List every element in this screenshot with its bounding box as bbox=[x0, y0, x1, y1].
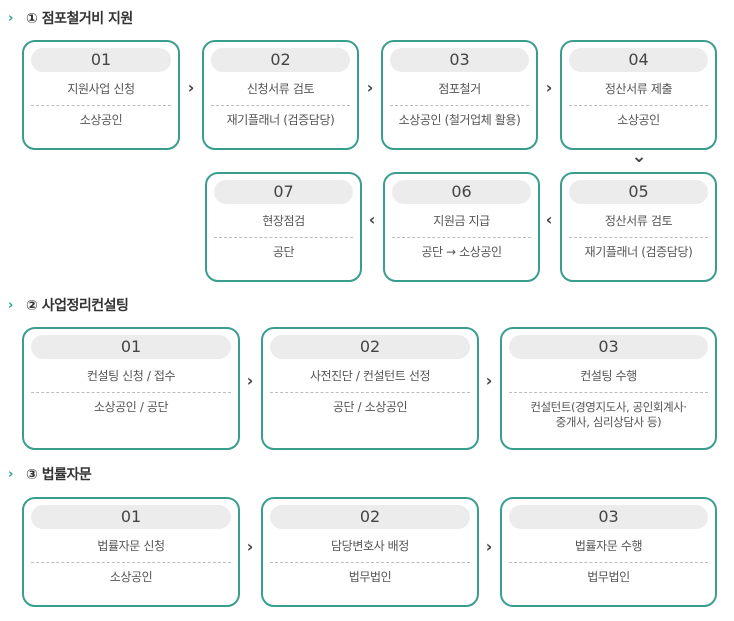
arrow-right-icon: › bbox=[366, 78, 374, 97]
dashed-divider bbox=[214, 237, 353, 238]
step-title: 신청서류 검토 bbox=[246, 82, 315, 96]
step-card: 01 지원사업 신청 소상공인 bbox=[22, 40, 180, 150]
step-title: 지원사업 신청 bbox=[67, 82, 135, 96]
step-card: 06 지원금 지급 공단 → 소상공인 bbox=[383, 172, 540, 282]
step-actor: 소상공인 bbox=[617, 113, 660, 127]
arrow-right-icon: › bbox=[485, 537, 493, 556]
step-card: 03 컨설팅 수행 컨설턴트(경영지도사, 공인회계사· 중개사, 심리상담사 … bbox=[500, 327, 717, 450]
step-title: 현장점검 bbox=[262, 214, 305, 228]
dashed-divider bbox=[270, 562, 470, 563]
chevron-right-icon: › bbox=[8, 297, 13, 313]
dashed-divider bbox=[569, 105, 708, 106]
step-number: 02 bbox=[211, 48, 350, 72]
step-card: 04 정산서류 제출 소상공인 bbox=[560, 40, 717, 150]
step-title: 담당변호사 배정 bbox=[331, 539, 409, 553]
step-actor: 재기플래너 (검증담당) bbox=[226, 113, 335, 127]
dashed-divider bbox=[31, 105, 171, 106]
arrow-left-icon: ‹ bbox=[545, 210, 553, 229]
dashed-divider bbox=[270, 392, 470, 393]
dashed-divider bbox=[31, 392, 231, 393]
section-title: ② 사업정리컨설팅 bbox=[26, 298, 129, 314]
step-number: 01 bbox=[31, 48, 171, 72]
dashed-divider bbox=[569, 237, 708, 238]
step-card: 02 담당변호사 배정 법무법인 bbox=[261, 497, 479, 607]
section-title: ① 점포철거비 지원 bbox=[26, 11, 133, 27]
step-number: 03 bbox=[509, 505, 708, 529]
dashed-divider bbox=[211, 105, 350, 106]
step-card: 02 신청서류 검토 재기플래너 (검증담당) bbox=[202, 40, 359, 150]
chevron-right-icon: › bbox=[8, 466, 13, 482]
step-number: 02 bbox=[270, 505, 470, 529]
step-title: 법률자문 수행 bbox=[574, 539, 643, 553]
step-actor: 공단 bbox=[272, 245, 295, 259]
arrow-right-icon: › bbox=[187, 78, 195, 97]
step-title: 법률자문 신청 bbox=[97, 539, 165, 553]
step-card: 03 점포철거 소상공인 (철거업체 활용) bbox=[381, 40, 538, 150]
arrow-right-icon: › bbox=[485, 371, 493, 390]
step-title: 컨설팅 수행 bbox=[580, 369, 637, 383]
step-number: 07 bbox=[214, 180, 353, 204]
dashed-divider bbox=[509, 562, 708, 563]
step-actor: 소상공인 (철거업체 활용) bbox=[398, 113, 521, 127]
step-title: 점포철거 bbox=[438, 82, 481, 96]
section-heading-store-demolition: › ① 점포철거비 지원 bbox=[8, 7, 133, 29]
chevron-right-icon: › bbox=[8, 10, 13, 26]
step-number: 05 bbox=[569, 180, 708, 204]
step-number: 03 bbox=[390, 48, 529, 72]
step-number: 03 bbox=[509, 335, 708, 359]
dashed-divider bbox=[390, 105, 529, 106]
dashed-divider bbox=[509, 392, 708, 393]
step-actor: 소상공인 bbox=[109, 570, 153, 584]
step-actor: 소상공인 bbox=[79, 113, 123, 127]
arrow-right-icon: › bbox=[545, 78, 553, 97]
step-card: 05 정산서류 검토 재기플래너 (검증담당) bbox=[560, 172, 717, 282]
section-heading-legal-advice: › ③ 법률자문 bbox=[8, 463, 92, 485]
step-number: 06 bbox=[392, 180, 531, 204]
arrow-right-icon: › bbox=[246, 537, 254, 556]
step-card: 01 법률자문 신청 소상공인 bbox=[22, 497, 240, 607]
step-title: 사전진단 / 컨설턴트 선정 bbox=[309, 369, 431, 383]
arrow-right-icon: › bbox=[246, 371, 254, 390]
step-actor: 공단 / 소상공인 bbox=[332, 400, 408, 414]
section-title: ③ 법률자문 bbox=[26, 467, 92, 483]
step-card: 07 현장점검 공단 bbox=[205, 172, 362, 282]
section-heading-business-consulting: › ② 사업정리컨설팅 bbox=[8, 294, 129, 316]
step-number: 02 bbox=[270, 335, 470, 359]
step-actor: 법무법인 bbox=[348, 570, 392, 584]
step-title: 지원금 지급 bbox=[433, 214, 490, 228]
dashed-divider bbox=[392, 237, 531, 238]
arrow-left-icon: ‹ bbox=[368, 210, 376, 229]
step-number: 01 bbox=[31, 335, 231, 359]
step-title: 정산서류 제출 bbox=[604, 82, 673, 96]
step-card: 01 컨설팅 신청 / 접수 소상공인 / 공단 bbox=[22, 327, 240, 450]
step-actor: 법무법인 bbox=[587, 570, 630, 584]
dashed-divider bbox=[31, 562, 231, 563]
step-card: 03 법률자문 수행 법무법인 bbox=[500, 497, 717, 607]
step-title: 컨설팅 신청 / 접수 bbox=[86, 369, 176, 383]
step-actor: 공단 → 소상공인 bbox=[421, 245, 502, 259]
arrow-down-icon: ⌄ bbox=[631, 146, 647, 167]
step-title: 정산서류 검토 bbox=[604, 214, 673, 228]
step-actor: 소상공인 / 공단 bbox=[93, 400, 169, 414]
step-number: 01 bbox=[31, 505, 231, 529]
step-actor: 컨설턴트(경영지도사, 공인회계사· 중개사, 심리상담사 등) bbox=[530, 400, 687, 429]
step-actor: 재기플래너 (검증담당) bbox=[584, 245, 693, 259]
step-card: 02 사전진단 / 컨설턴트 선정 공단 / 소상공인 bbox=[261, 327, 479, 450]
step-number: 04 bbox=[569, 48, 708, 72]
